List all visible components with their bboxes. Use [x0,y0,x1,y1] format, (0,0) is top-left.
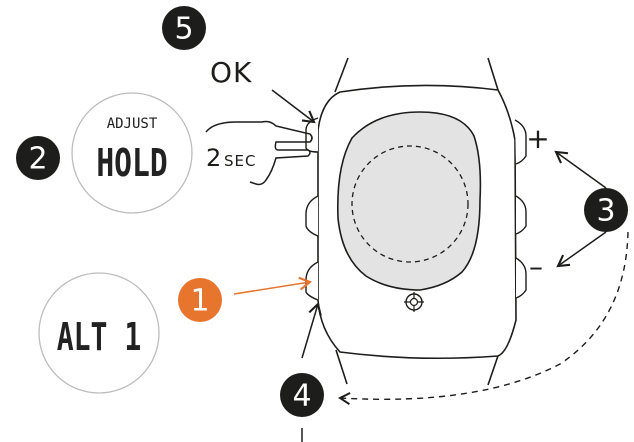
display-alt-label: ALT 1 [57,315,142,359]
side-button-bottom-right[interactable] [515,257,527,299]
step-badge-2: 2 [16,136,60,180]
step3-arrow-up [554,150,607,189]
step3-to-step4-dashed-arrow [338,231,629,405]
step-badge-4: 4 [280,373,324,417]
display-hold-label: HOLD [96,141,167,186]
side-button-top-left[interactable] [305,117,319,153]
display-bubble-alt: ALT 1 [38,272,160,394]
step-badge-1: 1 [178,278,222,322]
step4-arrow [301,301,322,359]
display-adjust-label: ADJUST [107,116,158,132]
step-badge-circle [280,373,324,417]
side-button-bottom-left[interactable] [305,261,319,301]
step3-arrow-down [556,231,607,268]
step-badge-number: 3 [596,194,615,229]
step-badge-5: 5 [162,6,206,50]
step-badge-circle [162,6,206,50]
plus-label: + [526,122,549,155]
step-badge-circle [16,136,60,180]
watch [305,57,527,386]
display-bubble-adjust: ADJUST HOLD [71,92,193,214]
step1-arrow [233,276,313,295]
step-badges: 1 2 3 4 5 [16,6,628,417]
minus-label: – [529,250,543,283]
step-badge-circle [178,278,222,322]
watch-strap [334,57,501,386]
step-badge-3: 3 [584,188,628,232]
step-badge-circle [584,188,628,232]
step-badge-number: 5 [174,12,193,47]
side-button-mid-left[interactable] [305,195,319,237]
side-button-top-right[interactable] [514,119,527,165]
side-button-mid-right[interactable] [515,195,527,235]
crosshair-icon [404,292,424,312]
pressing-hand-icon: 2 SEC [205,120,313,186]
press-duration-unit: SEC [224,152,256,170]
ok-arrow [271,89,316,124]
step-badge-number: 4 [292,379,311,414]
ok-label: OK [210,56,252,89]
press-duration-number: 2 [206,144,221,172]
screen-dashed-ring [351,145,469,263]
step-badge-number: 1 [190,284,209,319]
step-badge-number: 2 [28,142,47,177]
watch-screen [336,111,482,291]
